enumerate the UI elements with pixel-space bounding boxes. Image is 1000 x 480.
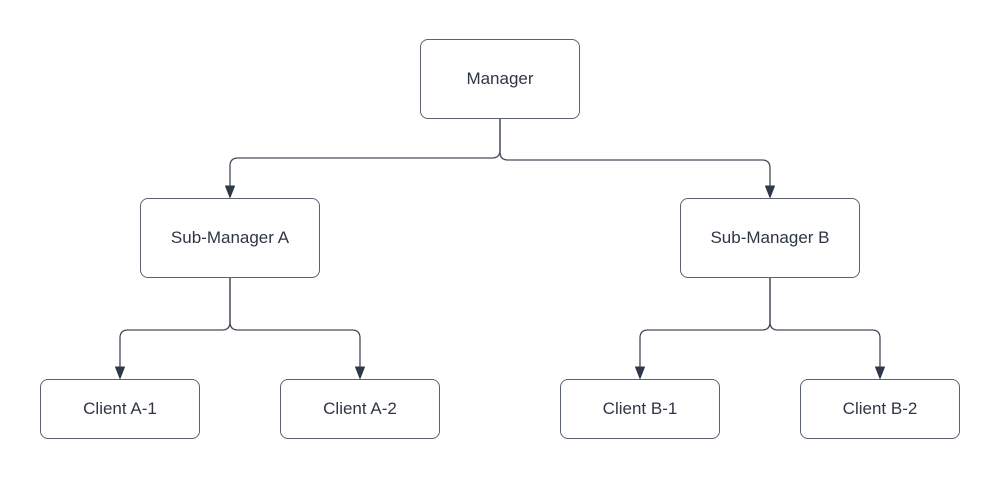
arrowhead-client-a2 <box>355 366 365 379</box>
arrowhead-sub-manager-b <box>765 185 775 198</box>
arrowhead-client-b1 <box>635 366 645 379</box>
node-client-b2-label: Client B-2 <box>842 398 918 418</box>
arrowhead-client-b2 <box>875 366 885 379</box>
edge-manager-to-sub-manager-b <box>499 119 771 186</box>
edge-sub-manager-a-to-client-a2 <box>229 278 361 367</box>
node-client-a1-label: Client A-1 <box>83 398 157 418</box>
node-sub-manager-b: Sub-Manager B <box>680 198 860 278</box>
node-manager: Manager <box>420 39 580 119</box>
arrowhead-sub-manager-a <box>225 185 235 198</box>
node-sub-manager-a: Sub-Manager A <box>140 198 320 278</box>
node-client-b1: Client B-1 <box>560 379 720 439</box>
node-sub-manager-b-label: Sub-Manager B <box>710 227 830 247</box>
node-client-b2: Client B-2 <box>800 379 960 439</box>
arrowhead-client-a1 <box>115 366 125 379</box>
node-client-a2: Client A-2 <box>280 379 440 439</box>
edge-sub-manager-b-to-client-b1 <box>639 278 771 367</box>
edge-manager-to-sub-manager-a <box>229 119 501 186</box>
edge-sub-manager-b-to-client-b2 <box>769 278 881 367</box>
node-client-a1: Client A-1 <box>40 379 200 439</box>
node-client-a2-label: Client A-2 <box>323 398 397 418</box>
node-sub-manager-a-label: Sub-Manager A <box>170 227 290 247</box>
node-manager-label: Manager <box>466 68 534 88</box>
node-client-b1-label: Client B-1 <box>602 398 678 418</box>
edge-sub-manager-a-to-client-a1 <box>119 278 231 367</box>
